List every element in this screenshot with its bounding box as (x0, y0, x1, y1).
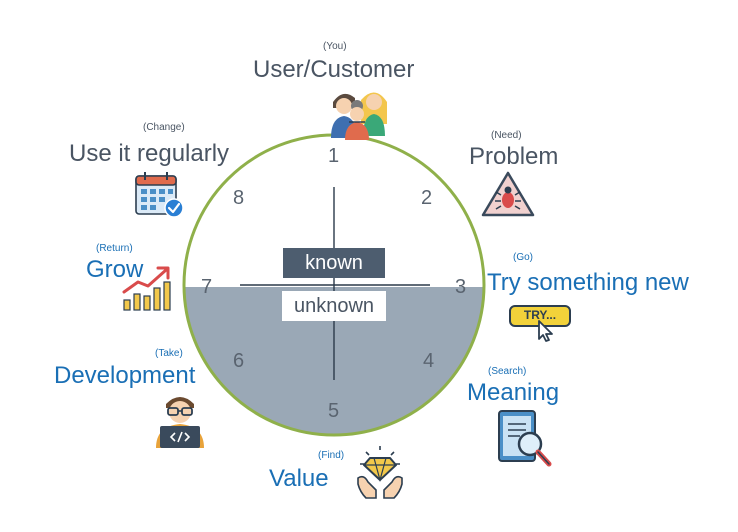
user-main-label: User/Customer (253, 56, 415, 83)
known-label: known (283, 248, 385, 278)
grow-main-label: Grow (86, 256, 144, 283)
grow-sub-label: (Return) (96, 243, 133, 254)
clock-number-7: 7 (201, 276, 213, 298)
value-main-label: Value (269, 465, 329, 492)
meaning-sub-label: (Search) (488, 366, 527, 377)
try-sub-label: (Go) (513, 252, 533, 263)
development-sub-label: (Take) (155, 348, 183, 359)
developer-icon (156, 397, 204, 448)
clock-number-1: 1 (328, 145, 340, 167)
diamond-hands-icon (357, 446, 403, 499)
use-main-label: Use it regularly (69, 140, 230, 167)
development-main-label: Development (54, 362, 196, 389)
growth-chart-icon (122, 266, 171, 311)
book-search-icon (498, 410, 552, 467)
problem-sub-label: (Need) (491, 130, 522, 141)
clock-number-3: 3 (455, 276, 467, 298)
bug-warning-icon (481, 171, 535, 217)
unknown-label: unknown (282, 291, 386, 321)
clock-number-2: 2 (421, 187, 433, 209)
use-sub-label: (Change) (143, 122, 185, 133)
calendar-check-icon (135, 172, 184, 218)
clock-number-5: 5 (328, 400, 340, 422)
value-sub-label: (Find) (318, 450, 345, 461)
clock-number-4: 4 (423, 350, 435, 372)
people-icon (331, 92, 387, 140)
meaning-main-label: Meaning (467, 379, 560, 406)
clock-number-8: 8 (233, 187, 245, 209)
try-button-icon: TRY... (509, 305, 573, 345)
cursor-icon (538, 320, 553, 342)
clock-number-6: 6 (233, 350, 245, 372)
try-button-text: TRY... (509, 305, 571, 327)
user-sub-label: (You) (323, 41, 347, 52)
try-main-label: Try something new (487, 269, 689, 296)
problem-main-label: Problem (469, 143, 559, 170)
